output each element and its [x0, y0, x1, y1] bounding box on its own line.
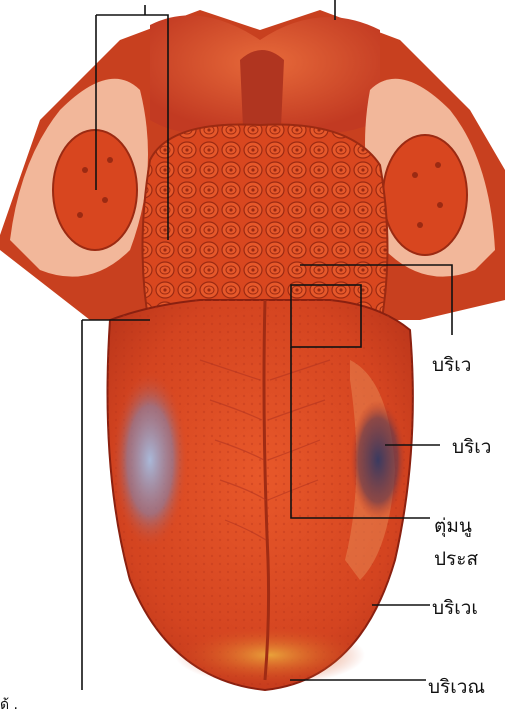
- region-label-side: บริเว: [452, 436, 491, 458]
- cut-off-bottom-label: ด้ .: [0, 698, 18, 712]
- region-label-back: บริเว: [432, 354, 471, 376]
- region-label-side-front: บริเวเ: [432, 597, 478, 619]
- papillae-label: ตุ่มนู: [434, 515, 472, 537]
- right-tonsil: [383, 135, 467, 255]
- left-side-shading: [112, 370, 188, 550]
- left-tonsil: [53, 130, 137, 250]
- tongue-tip: [175, 625, 365, 685]
- region-label-tip: บริเวณ: [428, 676, 485, 698]
- nerve-label: ประส: [434, 548, 478, 570]
- right-side-shading: [350, 400, 406, 520]
